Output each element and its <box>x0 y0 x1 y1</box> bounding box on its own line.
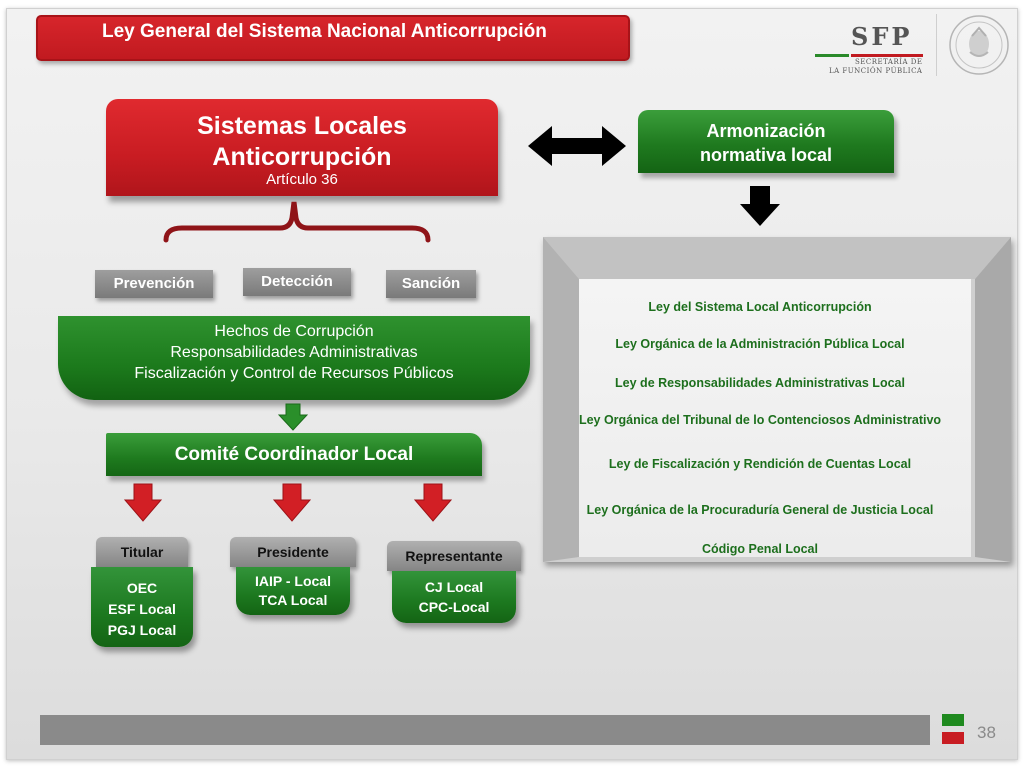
tab-prevencion: Prevención <box>95 270 213 298</box>
logo-green-stripe <box>815 54 849 57</box>
titular-item-oec: OEC <box>126 580 158 596</box>
hechos-line2: Responsabilidades Administrativas <box>170 344 418 361</box>
role-tab-titular: Titular <box>96 537 188 567</box>
laws-panel: Ley del Sistema Local Anticorrupción Ley… <box>543 237 1011 562</box>
law-item: Ley Orgánica de la Procuraduría General … <box>586 503 934 517</box>
armonizacion-line1: Armonización <box>706 121 826 141</box>
sfp-logo: SFP SECRETARÍA DE LA FUNCIÓN PÚBLICA <box>815 22 930 75</box>
presidente-item-tca: TCA Local <box>258 592 328 608</box>
armonizacion-box: Armonización normativa local <box>638 110 894 173</box>
red-down-arrow-icon <box>414 483 452 522</box>
representante-item-cj: CJ Local <box>424 579 484 595</box>
green-down-arrow-icon <box>278 403 308 431</box>
down-arrow-icon <box>740 186 780 226</box>
sfp-logo-mark: SFP <box>851 22 913 51</box>
armonizacion-line2: normativa local <box>699 145 833 165</box>
hechos-line3: Fiscalización y Control de Recursos Públ… <box>134 365 454 382</box>
title-banner: Ley General del Sistema Nacional Anticor… <box>36 15 630 61</box>
presidente-item-iaip: IAIP - Local <box>255 573 331 589</box>
law-item: Ley de Fiscalización y Rendición de Cuen… <box>608 457 912 471</box>
sfp-logo-line1: SECRETARÍA DE <box>855 58 923 66</box>
titular-item-esf: ESF Local <box>108 601 176 617</box>
law-item: Código Penal Local <box>702 542 818 556</box>
law-item: Ley Orgánica del Tribunal de lo Contenci… <box>578 413 942 427</box>
representante-item-cpc: CPC-Local <box>418 599 490 615</box>
double-arrow-icon <box>528 126 626 166</box>
sfp-logo-line2: LA FUNCIÓN PÚBLICA <box>829 67 923 75</box>
national-seal-icon <box>949 15 1009 75</box>
role-body-presidente: IAIP - Local TCA Local <box>236 567 350 615</box>
titular-item-pgj: PGJ Local <box>107 622 177 638</box>
panel-bevel-sides <box>543 237 1011 562</box>
law-item: Ley Orgánica de la Administración Públic… <box>615 337 905 351</box>
sistemas-locales-title-line2: Anticorrupción <box>212 143 392 171</box>
articulo-label: Artículo 36 <box>266 171 338 188</box>
brace-icon <box>163 201 431 243</box>
logo-red-stripe <box>851 54 923 57</box>
sistemas-locales-box: Sistemas Locales Anticorrupción Artículo… <box>106 99 498 196</box>
law-item: Ley del Sistema Local Anticorrupción <box>648 300 872 314</box>
role-body-representante: CJ Local CPC-Local <box>392 571 516 623</box>
sistemas-locales-title-line1: Sistemas Locales <box>197 112 407 140</box>
panel-face <box>579 279 971 557</box>
page-number: 38 <box>977 723 996 742</box>
role-tab-representante: Representante <box>387 541 521 571</box>
logo-divider <box>936 14 937 76</box>
role-tab-presidente: Presidente <box>230 537 356 567</box>
role-body-titular: OEC ESF Local PGJ Local <box>91 567 193 647</box>
red-down-arrow-icon <box>124 483 162 522</box>
comite-coordinador-box: Comité Coordinador Local <box>106 433 482 476</box>
page-title: Ley General del Sistema Nacional Anticor… <box>102 21 547 42</box>
footer-bar <box>40 715 930 745</box>
red-down-arrow-icon <box>273 483 311 522</box>
tab-sancion: Sanción <box>386 270 476 298</box>
flag-red-stripe <box>942 732 964 744</box>
hechos-line1: Hechos de Corrupción <box>214 323 374 340</box>
tab-deteccion: Detección <box>243 268 351 296</box>
flag-green-stripe <box>942 714 964 726</box>
law-item: Ley de Responsabilidades Administrativas… <box>615 376 905 390</box>
hechos-box: Hechos de Corrupción Responsabilidades A… <box>58 316 530 400</box>
